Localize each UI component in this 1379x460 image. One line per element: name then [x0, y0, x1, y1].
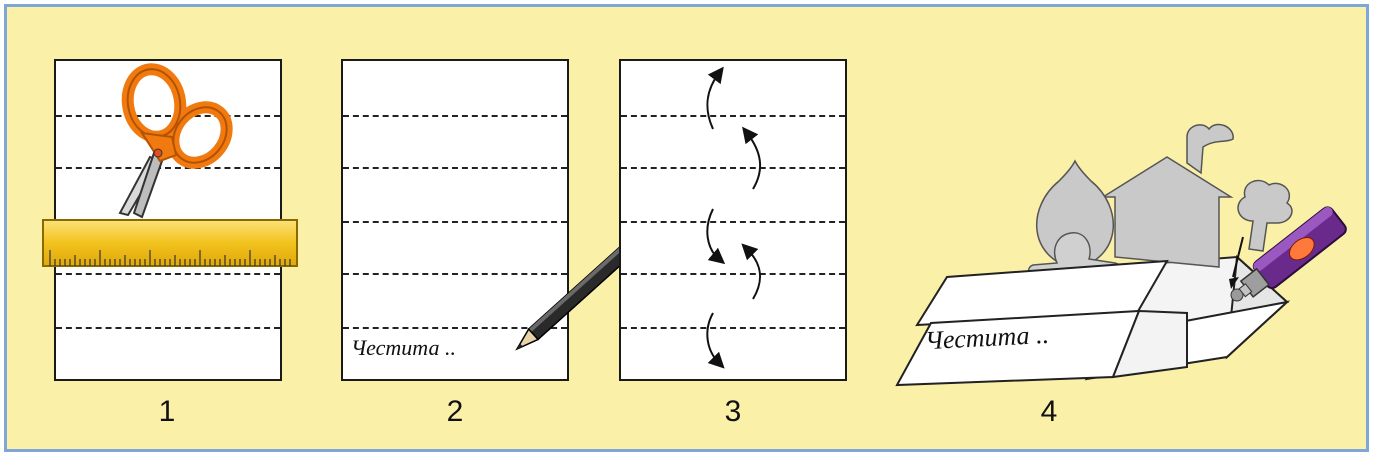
fold-arrow-icon — [707, 209, 719, 259]
pencil-icon — [507, 237, 637, 357]
fold-line — [343, 115, 567, 117]
ruler-icon — [42, 219, 298, 269]
step-number-4: 4 — [1029, 395, 1069, 429]
fold-arrow-icon — [747, 133, 760, 189]
greeting-text: Честита .. — [351, 335, 456, 361]
step-number-2: 2 — [435, 395, 475, 429]
fold-line — [56, 327, 280, 329]
fold-arrow-icon — [747, 249, 760, 299]
step-number-1: 1 — [147, 395, 187, 429]
scissors-icon — [102, 65, 242, 225]
fold-line — [343, 221, 567, 223]
fold-line — [343, 167, 567, 169]
fold-line — [56, 273, 280, 275]
fold-arrow-icon — [707, 313, 719, 363]
instruction-panel: 1 Честита .. 2 — [4, 4, 1369, 452]
fold-arrow-icon — [707, 73, 719, 129]
fold-arrows — [619, 59, 847, 381]
house-cutout — [1103, 157, 1231, 267]
step-number-3: 3 — [713, 395, 753, 429]
